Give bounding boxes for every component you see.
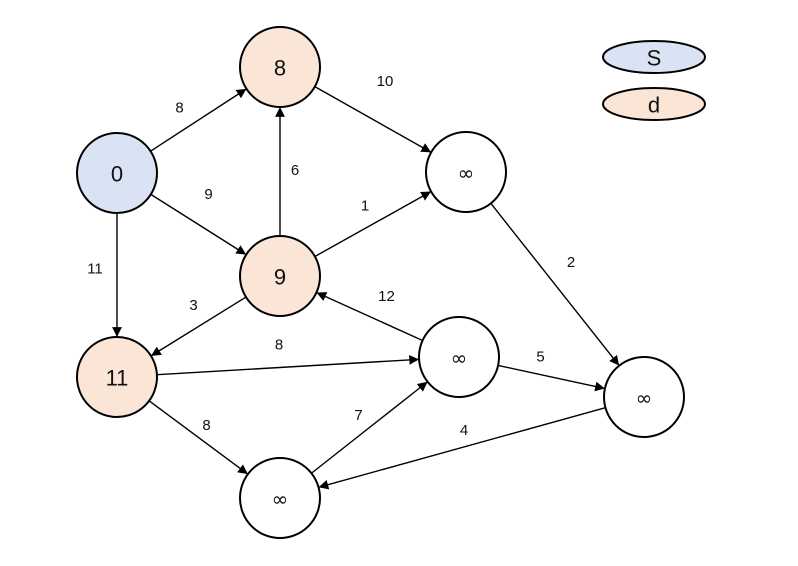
edge-n11-e — [148, 400, 248, 475]
node-circle — [603, 356, 685, 438]
legend: Sd — [602, 40, 706, 121]
edge-weight-label: 8 — [275, 337, 283, 354]
edge-weight-label: 4 — [460, 422, 468, 439]
node-e: ∞ — [239, 457, 321, 539]
edge-weight-label: 3 — [189, 297, 197, 314]
edge-e-b — [310, 381, 428, 474]
edge-weight-label: 8 — [175, 100, 183, 117]
edge-n11-b — [156, 355, 420, 376]
node-distance-label: 8 — [274, 56, 286, 81]
legend-item-visited: d — [602, 87, 706, 121]
node-distance-label: ∞ — [636, 386, 653, 410]
legend-swatch — [602, 87, 706, 121]
edge-weight-label: 10 — [377, 73, 394, 90]
legend-swatch — [602, 40, 706, 74]
edges-layer — [112, 86, 620, 490]
edge-weight-label: 8 — [202, 417, 210, 434]
edge-weight-label: 7 — [354, 407, 362, 424]
node-circle — [239, 235, 321, 317]
node-circle — [418, 316, 500, 398]
node-n11: 11 — [76, 336, 158, 418]
node-circle — [239, 457, 321, 539]
edge-b-c — [497, 364, 605, 392]
node-n0: 0 — [76, 132, 158, 214]
edge-weight-label: 12 — [378, 288, 395, 305]
edge-weight-label: 5 — [536, 349, 544, 366]
node-n9: 9 — [239, 235, 321, 317]
edge-n0-n9 — [150, 193, 247, 255]
edge-weight-label: 9 — [204, 186, 212, 203]
node-n8: 8 — [239, 26, 321, 108]
node-a: ∞ — [425, 131, 507, 213]
legend-label: d — [648, 93, 660, 118]
node-distance-label: 11 — [106, 366, 129, 391]
edge-n9-n11 — [151, 296, 247, 356]
node-distance-label: ∞ — [458, 161, 475, 185]
node-circle — [239, 26, 321, 108]
node-c: ∞ — [603, 356, 685, 438]
edge-weight-label: 1 — [361, 198, 369, 215]
node-distance-label: 9 — [274, 265, 286, 290]
edge-weight-label: 6 — [291, 162, 299, 179]
edge-n0-n8 — [150, 88, 247, 152]
edge-b-n9 — [316, 292, 423, 342]
legend-item-source: S — [602, 40, 706, 74]
edge-weight-label: 11 — [87, 261, 103, 278]
weights-layer: 8 9 11 6 10 1 3 12 8 2 5 8 7 4 — [87, 73, 575, 439]
nodes-layer: 0 8 9 11 ∞ ∞ ∞ ∞ — [76, 26, 685, 539]
edge-n8-a — [314, 86, 432, 153]
node-distance-label: 0 — [111, 162, 123, 187]
node-b: ∞ — [418, 316, 500, 398]
node-distance-label: ∞ — [272, 487, 289, 511]
node-distance-label: ∞ — [451, 346, 468, 370]
legend-label: S — [647, 46, 662, 71]
node-circle — [425, 131, 507, 213]
edge-a-c — [490, 202, 620, 366]
edge-n9-a — [314, 191, 432, 258]
edge-weight-label: 2 — [567, 254, 575, 271]
node-circle — [76, 336, 158, 418]
node-circle — [76, 132, 158, 214]
edge-c-e — [318, 407, 606, 490]
